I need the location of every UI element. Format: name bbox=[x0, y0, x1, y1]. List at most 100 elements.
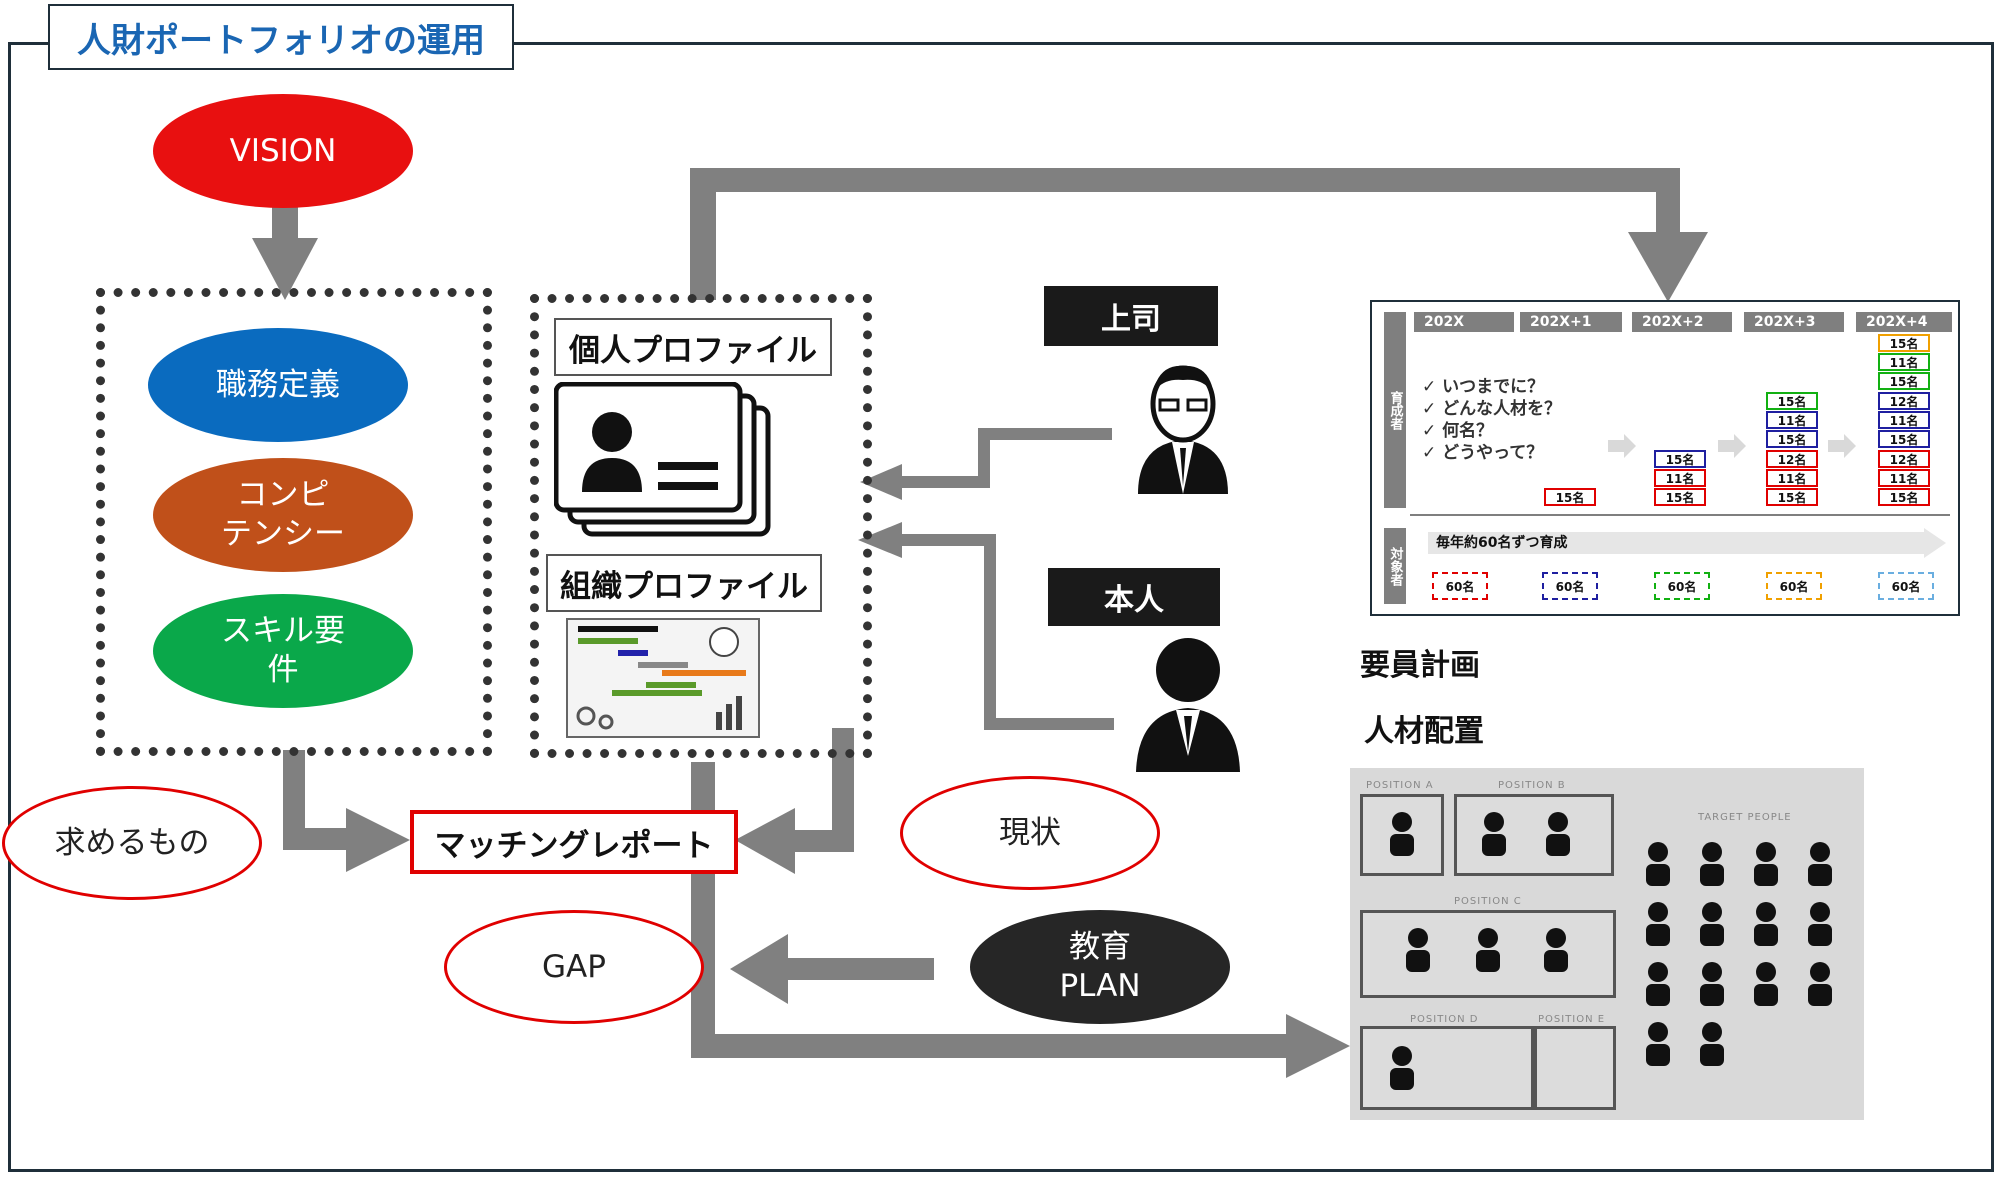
plan-cell: 15名 bbox=[1544, 488, 1596, 506]
arrow-edu-shaft bbox=[784, 958, 934, 980]
plan-cell: 11名 bbox=[1878, 469, 1930, 487]
requirements-box bbox=[96, 288, 492, 756]
person-icon bbox=[1544, 928, 1568, 972]
year-header: 202X bbox=[1414, 312, 1514, 332]
position-e-box bbox=[1534, 1026, 1616, 1110]
progress-arrows bbox=[1608, 434, 1856, 458]
target-banner-arrow bbox=[1428, 528, 1946, 558]
plan-cell: 15名 bbox=[1878, 430, 1930, 448]
plan-cell: 12名 bbox=[1878, 392, 1930, 410]
position-d-box bbox=[1360, 1026, 1534, 1110]
arrow-self-v bbox=[984, 534, 996, 730]
person-icon bbox=[1646, 842, 1670, 886]
target-banner: 毎年約60名ずつ育成 bbox=[1436, 535, 1568, 551]
arrow-req-down bbox=[283, 750, 305, 850]
target-cell: 60名 bbox=[1432, 572, 1488, 600]
arrow-boss-h1 bbox=[978, 428, 1112, 440]
profiles-box bbox=[530, 294, 872, 758]
arrow-plan-down-head bbox=[1628, 232, 1708, 302]
person-icon bbox=[1390, 1046, 1414, 1090]
year-header: 202X+4 bbox=[1856, 312, 1952, 332]
target-cell: 60名 bbox=[1766, 572, 1822, 600]
page-title: 人財ポートフォリオの運用 bbox=[48, 4, 514, 70]
education-plan-oval: 教育 PLAN bbox=[970, 910, 1230, 1024]
person-icon bbox=[1700, 902, 1724, 946]
trainer-sidebar: 育成者 bbox=[1384, 312, 1406, 508]
person-icon bbox=[1406, 928, 1430, 972]
individual-profile-label: 個人プロファイル bbox=[554, 318, 832, 376]
question-how-many: ✓ 何名？ bbox=[1422, 421, 1494, 441]
arrow-self-h2 bbox=[900, 534, 996, 546]
plan-cell: 11名 bbox=[1878, 353, 1930, 371]
person-icon bbox=[1754, 842, 1778, 886]
person-icon bbox=[1700, 962, 1724, 1006]
self-label: 本人 bbox=[1048, 568, 1220, 626]
arrow-boss-h2 bbox=[900, 476, 990, 488]
staffing-plan-label: 要員計画 bbox=[1360, 648, 1480, 683]
plan-cell: 15名 bbox=[1766, 392, 1818, 410]
person-icon bbox=[1646, 902, 1670, 946]
arrow-plan-down-shaft bbox=[1656, 168, 1680, 240]
plan-cell: 12名 bbox=[1766, 450, 1818, 468]
plan-cell: 15名 bbox=[1766, 430, 1818, 448]
year-header: 202X+1 bbox=[1520, 312, 1622, 332]
target-cell: 60名 bbox=[1878, 572, 1934, 600]
arrow-req-right bbox=[283, 828, 351, 850]
person-icon bbox=[1546, 812, 1570, 856]
wanted-oval: 求めるもの bbox=[2, 786, 262, 900]
placement-photo: POSITION A POSITION B POSITION C POSITIO… bbox=[1350, 768, 1864, 1120]
arrow-boss-v bbox=[978, 428, 990, 488]
question-how: ✓ どうやって？ bbox=[1422, 443, 1544, 463]
arrow-vision-down-head bbox=[252, 238, 318, 300]
plan-cell: 11名 bbox=[1766, 469, 1818, 487]
position-a-label: POSITION A bbox=[1366, 780, 1434, 791]
target-people-label: TARGET PEOPLE bbox=[1698, 812, 1792, 823]
arrow-edu-head bbox=[730, 934, 788, 1004]
position-a-box bbox=[1360, 794, 1444, 876]
arrow-match-head bbox=[1286, 1014, 1350, 1078]
person-icon bbox=[1646, 962, 1670, 1006]
plan-cell: 11名 bbox=[1878, 411, 1930, 429]
person-icon bbox=[1700, 842, 1724, 886]
vision-oval: VISION bbox=[153, 94, 413, 208]
person-icon bbox=[1476, 928, 1500, 972]
plan-cell: 15名 bbox=[1654, 450, 1706, 468]
arrow-self-head bbox=[858, 522, 902, 558]
boss-icon bbox=[1138, 365, 1228, 494]
arrow-req-head bbox=[346, 808, 410, 872]
staffing-plan-card: 202X 202X+1 202X+2 202X+3 202X+4 育成者 対象者… bbox=[1370, 300, 1960, 616]
skill-oval: スキル要 件 bbox=[153, 594, 413, 708]
matching-report-box: マッチングレポート bbox=[410, 810, 738, 874]
plan-cell: 15名 bbox=[1766, 488, 1818, 506]
plan-cell: 15名 bbox=[1878, 372, 1930, 390]
target-sidebar: 対象者 bbox=[1384, 528, 1406, 604]
person-icon bbox=[1700, 1022, 1724, 1066]
arrow-prof-head bbox=[735, 808, 795, 874]
id-card-icon bbox=[554, 382, 771, 537]
plan-cell: 15名 bbox=[1878, 334, 1930, 352]
year-header: 202X+3 bbox=[1744, 312, 1844, 332]
question-what: ✓ どんな人材を？ bbox=[1422, 399, 1562, 419]
arrow-top-horizontal bbox=[690, 168, 1680, 192]
person-icon bbox=[1808, 962, 1832, 1006]
person-icon bbox=[1808, 842, 1832, 886]
job-definition-oval: 職務定義 bbox=[148, 328, 408, 442]
target-cell: 60名 bbox=[1542, 572, 1598, 600]
question-when: ✓ いつまでに？ bbox=[1422, 377, 1545, 397]
plan-cell: 15名 bbox=[1878, 488, 1930, 506]
position-e-label: POSITION E bbox=[1538, 1014, 1606, 1025]
position-b-label: POSITION B bbox=[1498, 780, 1566, 791]
arrow-self-h1 bbox=[984, 718, 1114, 730]
plan-divider bbox=[1410, 514, 1950, 516]
position-b-box bbox=[1454, 794, 1614, 876]
current-state-oval: 現状 bbox=[900, 776, 1160, 890]
person-icon bbox=[1646, 1022, 1670, 1066]
person-icon bbox=[1754, 962, 1778, 1006]
outer-frame bbox=[8, 42, 1994, 1172]
boss-label: 上司 bbox=[1044, 286, 1218, 346]
position-c-label: POSITION C bbox=[1454, 896, 1522, 907]
person-icon bbox=[1754, 902, 1778, 946]
person-icon bbox=[1390, 812, 1414, 856]
plan-cell: 15名 bbox=[1654, 488, 1706, 506]
